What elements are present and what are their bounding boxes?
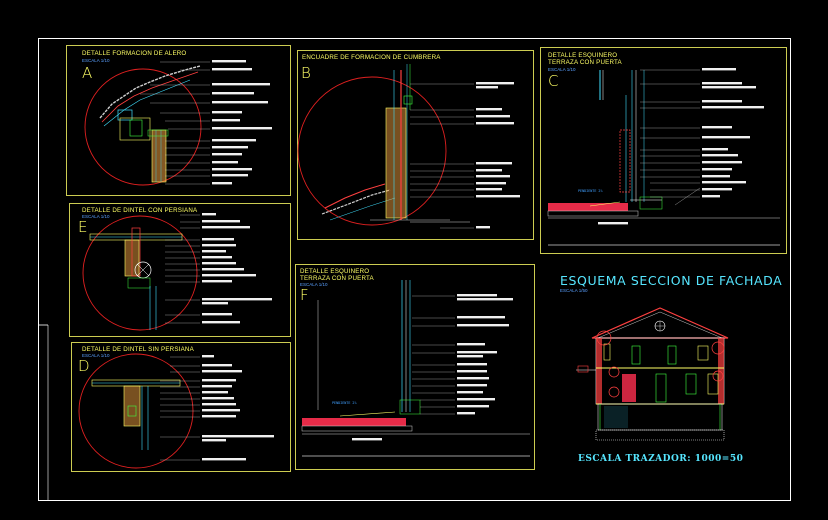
detail-c-letter: C	[548, 72, 559, 90]
facade-section-schema	[576, 307, 729, 441]
schema-title: ESQUEMA SECCION DE FACHADA	[560, 273, 783, 288]
detail-c-scale: ESCALA 1/10	[548, 67, 576, 72]
detail-a-letter: A	[82, 64, 93, 82]
detail-a-drawing	[84, 60, 272, 186]
panel-c-border	[540, 47, 787, 254]
detail-f-title-line2: TERRAZA CON PUERTA	[300, 275, 374, 282]
detail-b-drawing	[297, 64, 520, 229]
detail-c-drawing: PENDIENTE 2%	[547, 68, 780, 246]
panel-d-border	[71, 342, 291, 472]
detail-a-title: DETALLE FORMACION DE ALERO	[82, 50, 187, 57]
detail-e-scale: ESCALA 1/10	[82, 214, 110, 219]
detail-d-letter: D	[78, 357, 90, 375]
detail-d-scale: ESCALA 1/10	[82, 353, 110, 358]
schema-scale: ESCALA 1/50	[560, 288, 588, 293]
detail-c-title-line2: TERRAZA CON PUERTA	[548, 59, 622, 66]
svg-text:PENDIENTE 2%: PENDIENTE 2%	[332, 401, 357, 405]
detail-d-drawing	[78, 353, 274, 469]
detail-f-letter: F	[300, 286, 309, 304]
panel-b-border	[297, 50, 534, 240]
detail-e-letter: E	[78, 218, 88, 236]
plot-scale-label: ESCALA TRAZADOR: 1000=50	[578, 454, 744, 464]
detail-f-drawing: PENDIENTE 2%	[301, 280, 530, 457]
detail-d-title: DETALLE DE DINTEL SIN PERSIANA	[82, 346, 194, 353]
detail-e-drawing	[82, 213, 272, 331]
panel-f-border	[295, 264, 535, 470]
detail-b-letter: B	[301, 64, 311, 82]
detail-a-scale: ESCALA 1/10	[82, 58, 110, 63]
panel-a-border	[66, 45, 291, 196]
detail-e-title: DETALLE DE DINTEL CON PERSIANA	[82, 207, 198, 214]
detail-f-scale: ESCALA 1/10	[300, 282, 328, 287]
detail-c-title: DETALLE ESQUINERO	[548, 52, 618, 59]
panel-e-border	[69, 203, 291, 337]
sheet-frame	[38, 38, 791, 501]
detail-f-title: DETALLE ESQUINERO	[300, 268, 370, 275]
detail-b-title: ENCUADRE DE FORMACION DE CUMBRERA	[302, 54, 441, 61]
svg-text:PENDIENTE 2%: PENDIENTE 2%	[578, 189, 603, 193]
